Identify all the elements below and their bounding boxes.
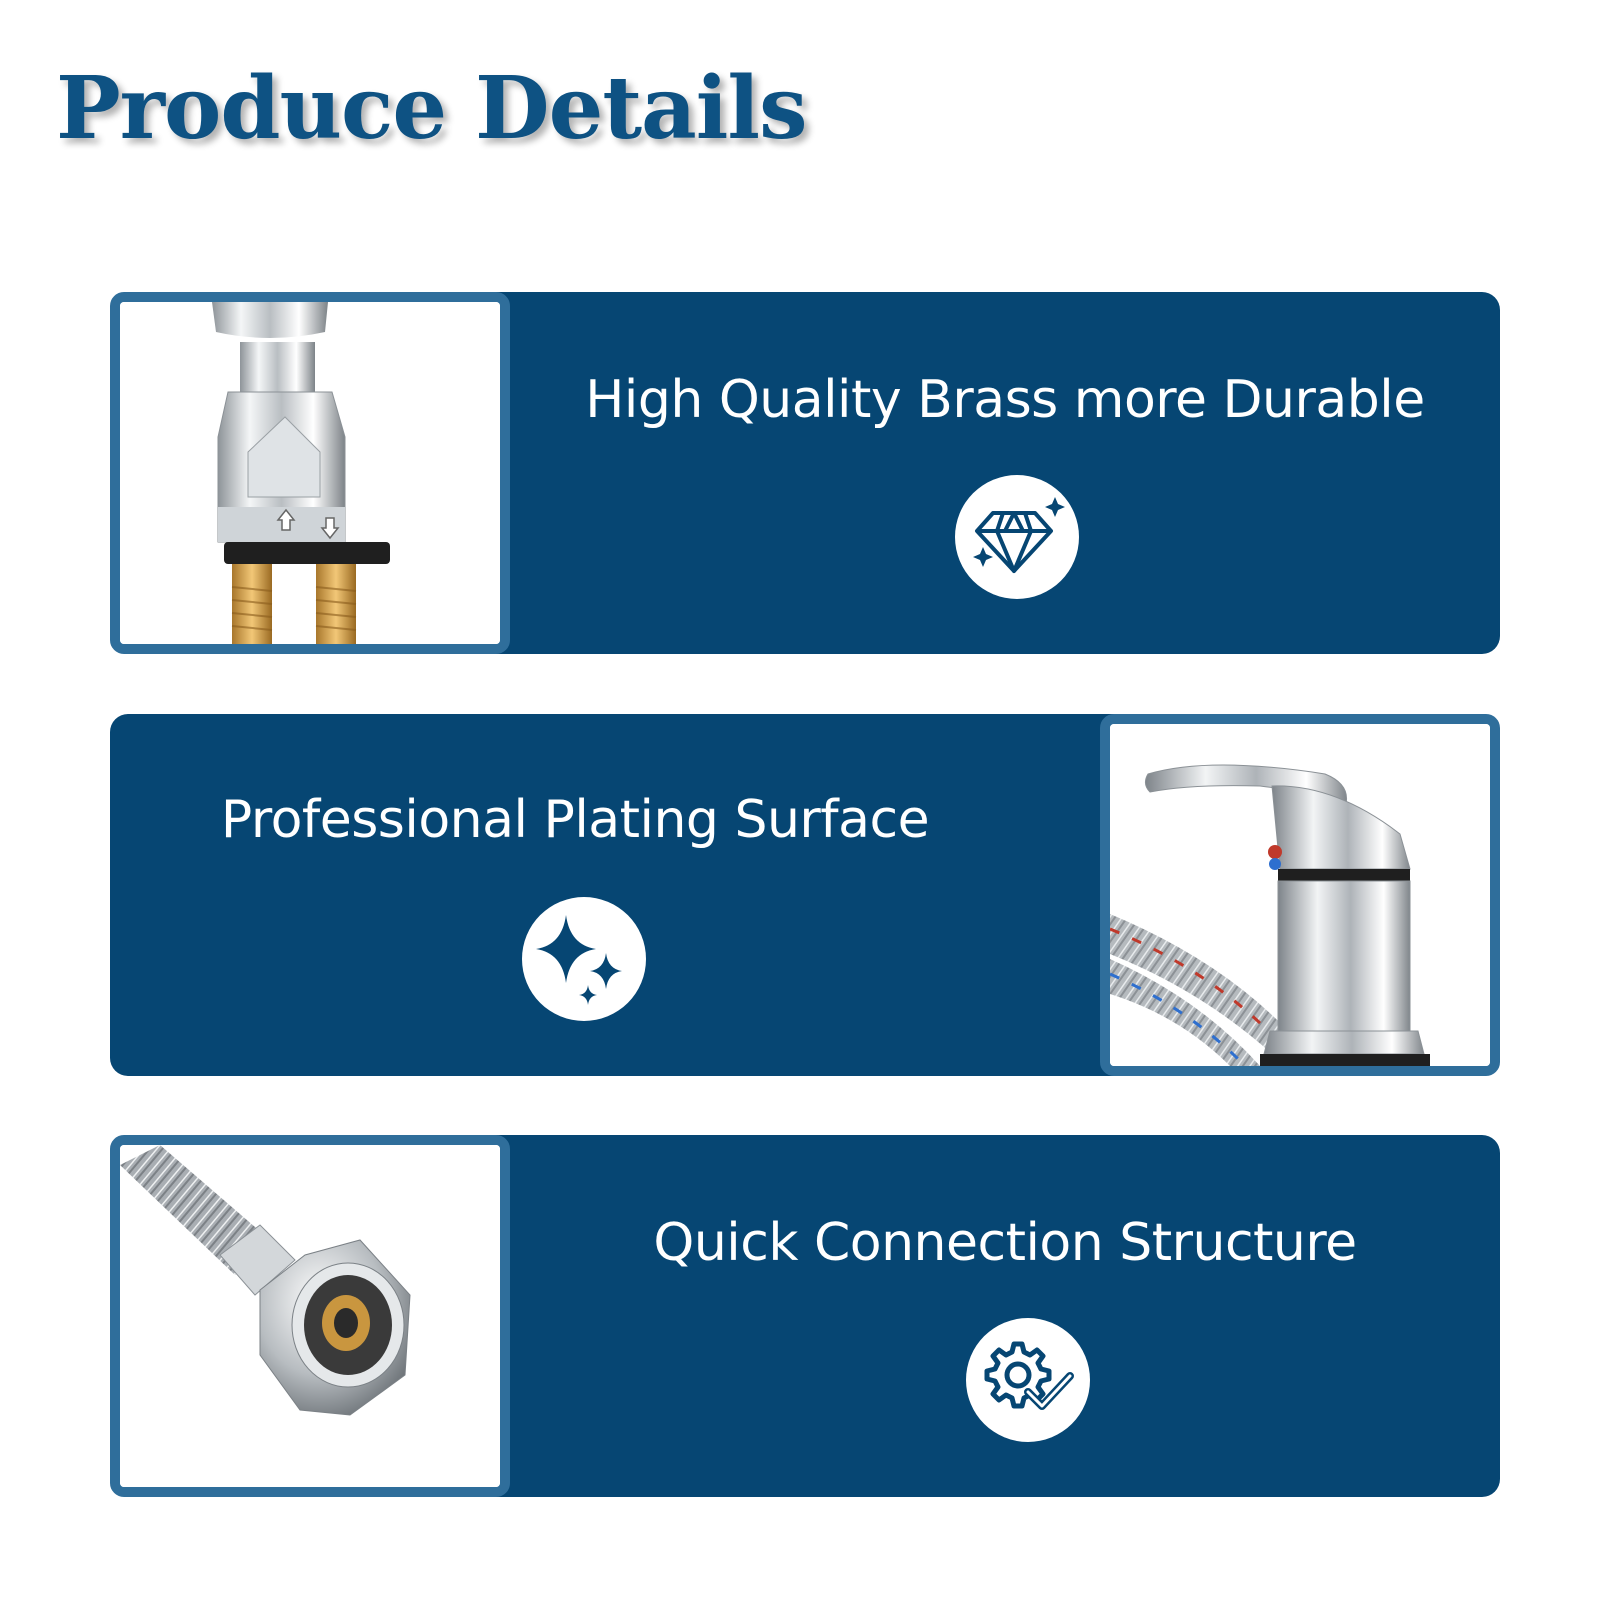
gear-check-icon <box>966 1318 1090 1442</box>
page-title: Produce Details <box>56 58 808 159</box>
feature-panel-plating: Professional Plating Surface <box>110 714 1500 1076</box>
photo-lever-faucet <box>1100 714 1500 1076</box>
photo-faucet-base <box>110 292 510 654</box>
feature-panel-brass: High Quality Brass more Durable <box>110 292 1500 654</box>
lever-faucet-image <box>1110 724 1490 1066</box>
feature-panel-connection: Quick Connection Structure <box>110 1135 1500 1497</box>
sparkle-icon <box>522 897 646 1021</box>
diamond-icon <box>955 475 1079 599</box>
faucet-base-image <box>120 302 500 644</box>
hose-connector-image <box>120 1145 500 1487</box>
feature-text-brass: High Quality Brass more Durable <box>585 370 1425 430</box>
feature-text-connection: Quick Connection Structure <box>653 1213 1357 1273</box>
feature-text-plating: Professional Plating Surface <box>220 790 930 850</box>
photo-hose-connector <box>110 1135 510 1497</box>
